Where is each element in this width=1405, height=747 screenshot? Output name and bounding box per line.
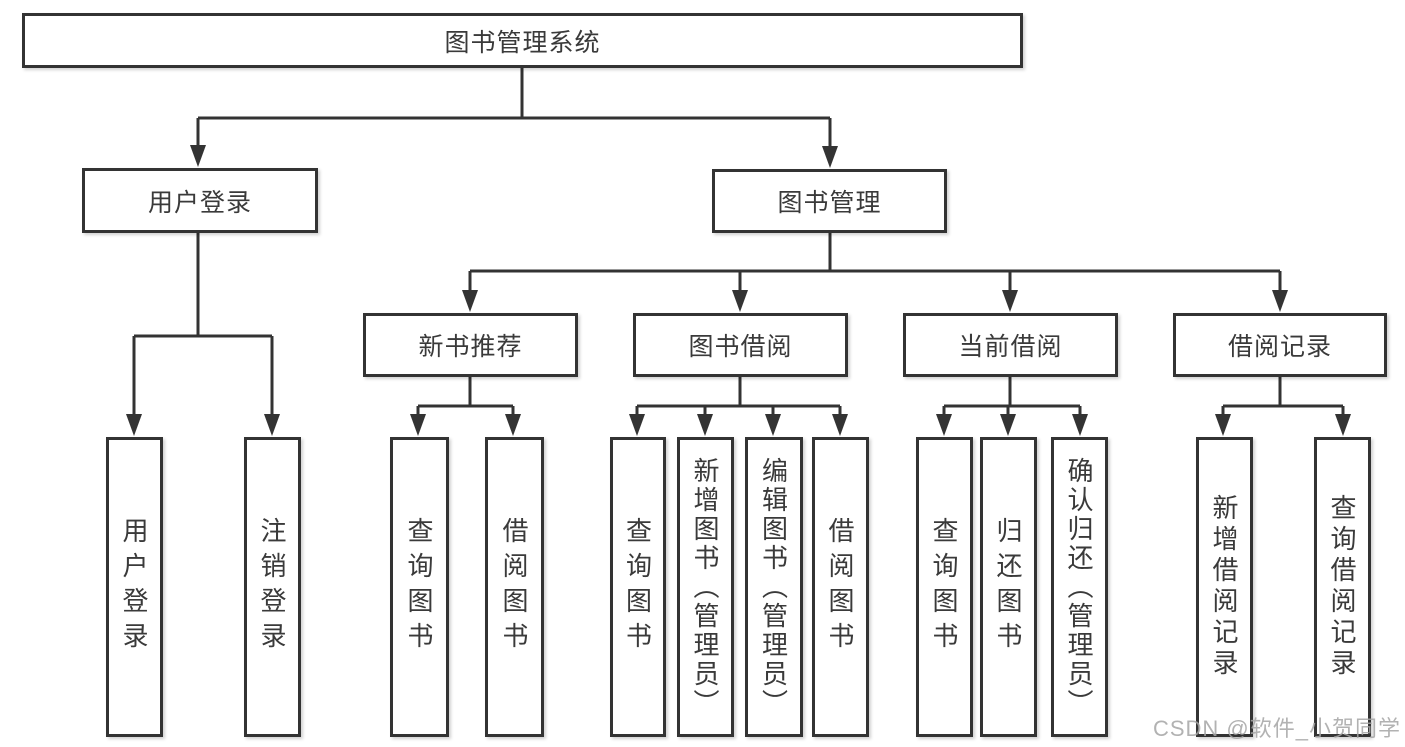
leaf-nbr-borrow-books: 借阅图书 [485, 437, 544, 737]
leaf-bb-add-books-admin: 新增图书（管理员） [677, 437, 734, 737]
leaf-logout: 注销登录 [244, 437, 301, 737]
connector-user-login-to-leaves [126, 233, 280, 436]
leaf-nbr-query-books: 查询图书 [390, 437, 449, 737]
connector-new-book-rec-to-leaves [410, 377, 521, 436]
node-current-borrow: 当前借阅 [903, 313, 1118, 377]
connector-borrow-records-to-leaves [1215, 377, 1351, 436]
node-book-management: 图书管理 [712, 169, 947, 233]
node-book-borrow: 图书借阅 [633, 313, 848, 377]
leaf-cb-return-books: 归还图书 [980, 437, 1037, 737]
leaf-user-login: 用户登录 [106, 437, 163, 737]
leaf-cb-query-books: 查询图书 [916, 437, 973, 737]
leaf-br-add-record: 新增借阅记录 [1196, 437, 1253, 737]
node-new-book-recommend: 新书推荐 [363, 313, 578, 377]
node-user-login-branch: 用户登录 [82, 168, 318, 233]
connector-book-borrow-to-leaves [629, 377, 848, 436]
connector-root-to-level2 [190, 68, 838, 168]
csdn-watermark: CSDN @软件_小贺同学 [1152, 716, 1401, 741]
leaf-br-query-record: 查询借阅记录 [1314, 437, 1371, 737]
connector-book-management-to-level3 [462, 233, 1288, 312]
leaf-bb-query-books: 查询图书 [610, 437, 666, 737]
node-root-system: 图书管理系统 [22, 13, 1023, 68]
leaf-cb-confirm-return-admin: 确认归还（管理员） [1051, 437, 1108, 737]
node-borrow-records: 借阅记录 [1173, 313, 1387, 377]
leaf-bb-borrow-books: 借阅图书 [812, 437, 869, 737]
leaf-bb-edit-books-admin: 编辑图书（管理员） [745, 437, 803, 737]
connector-current-borrow-to-leaves [936, 377, 1088, 436]
